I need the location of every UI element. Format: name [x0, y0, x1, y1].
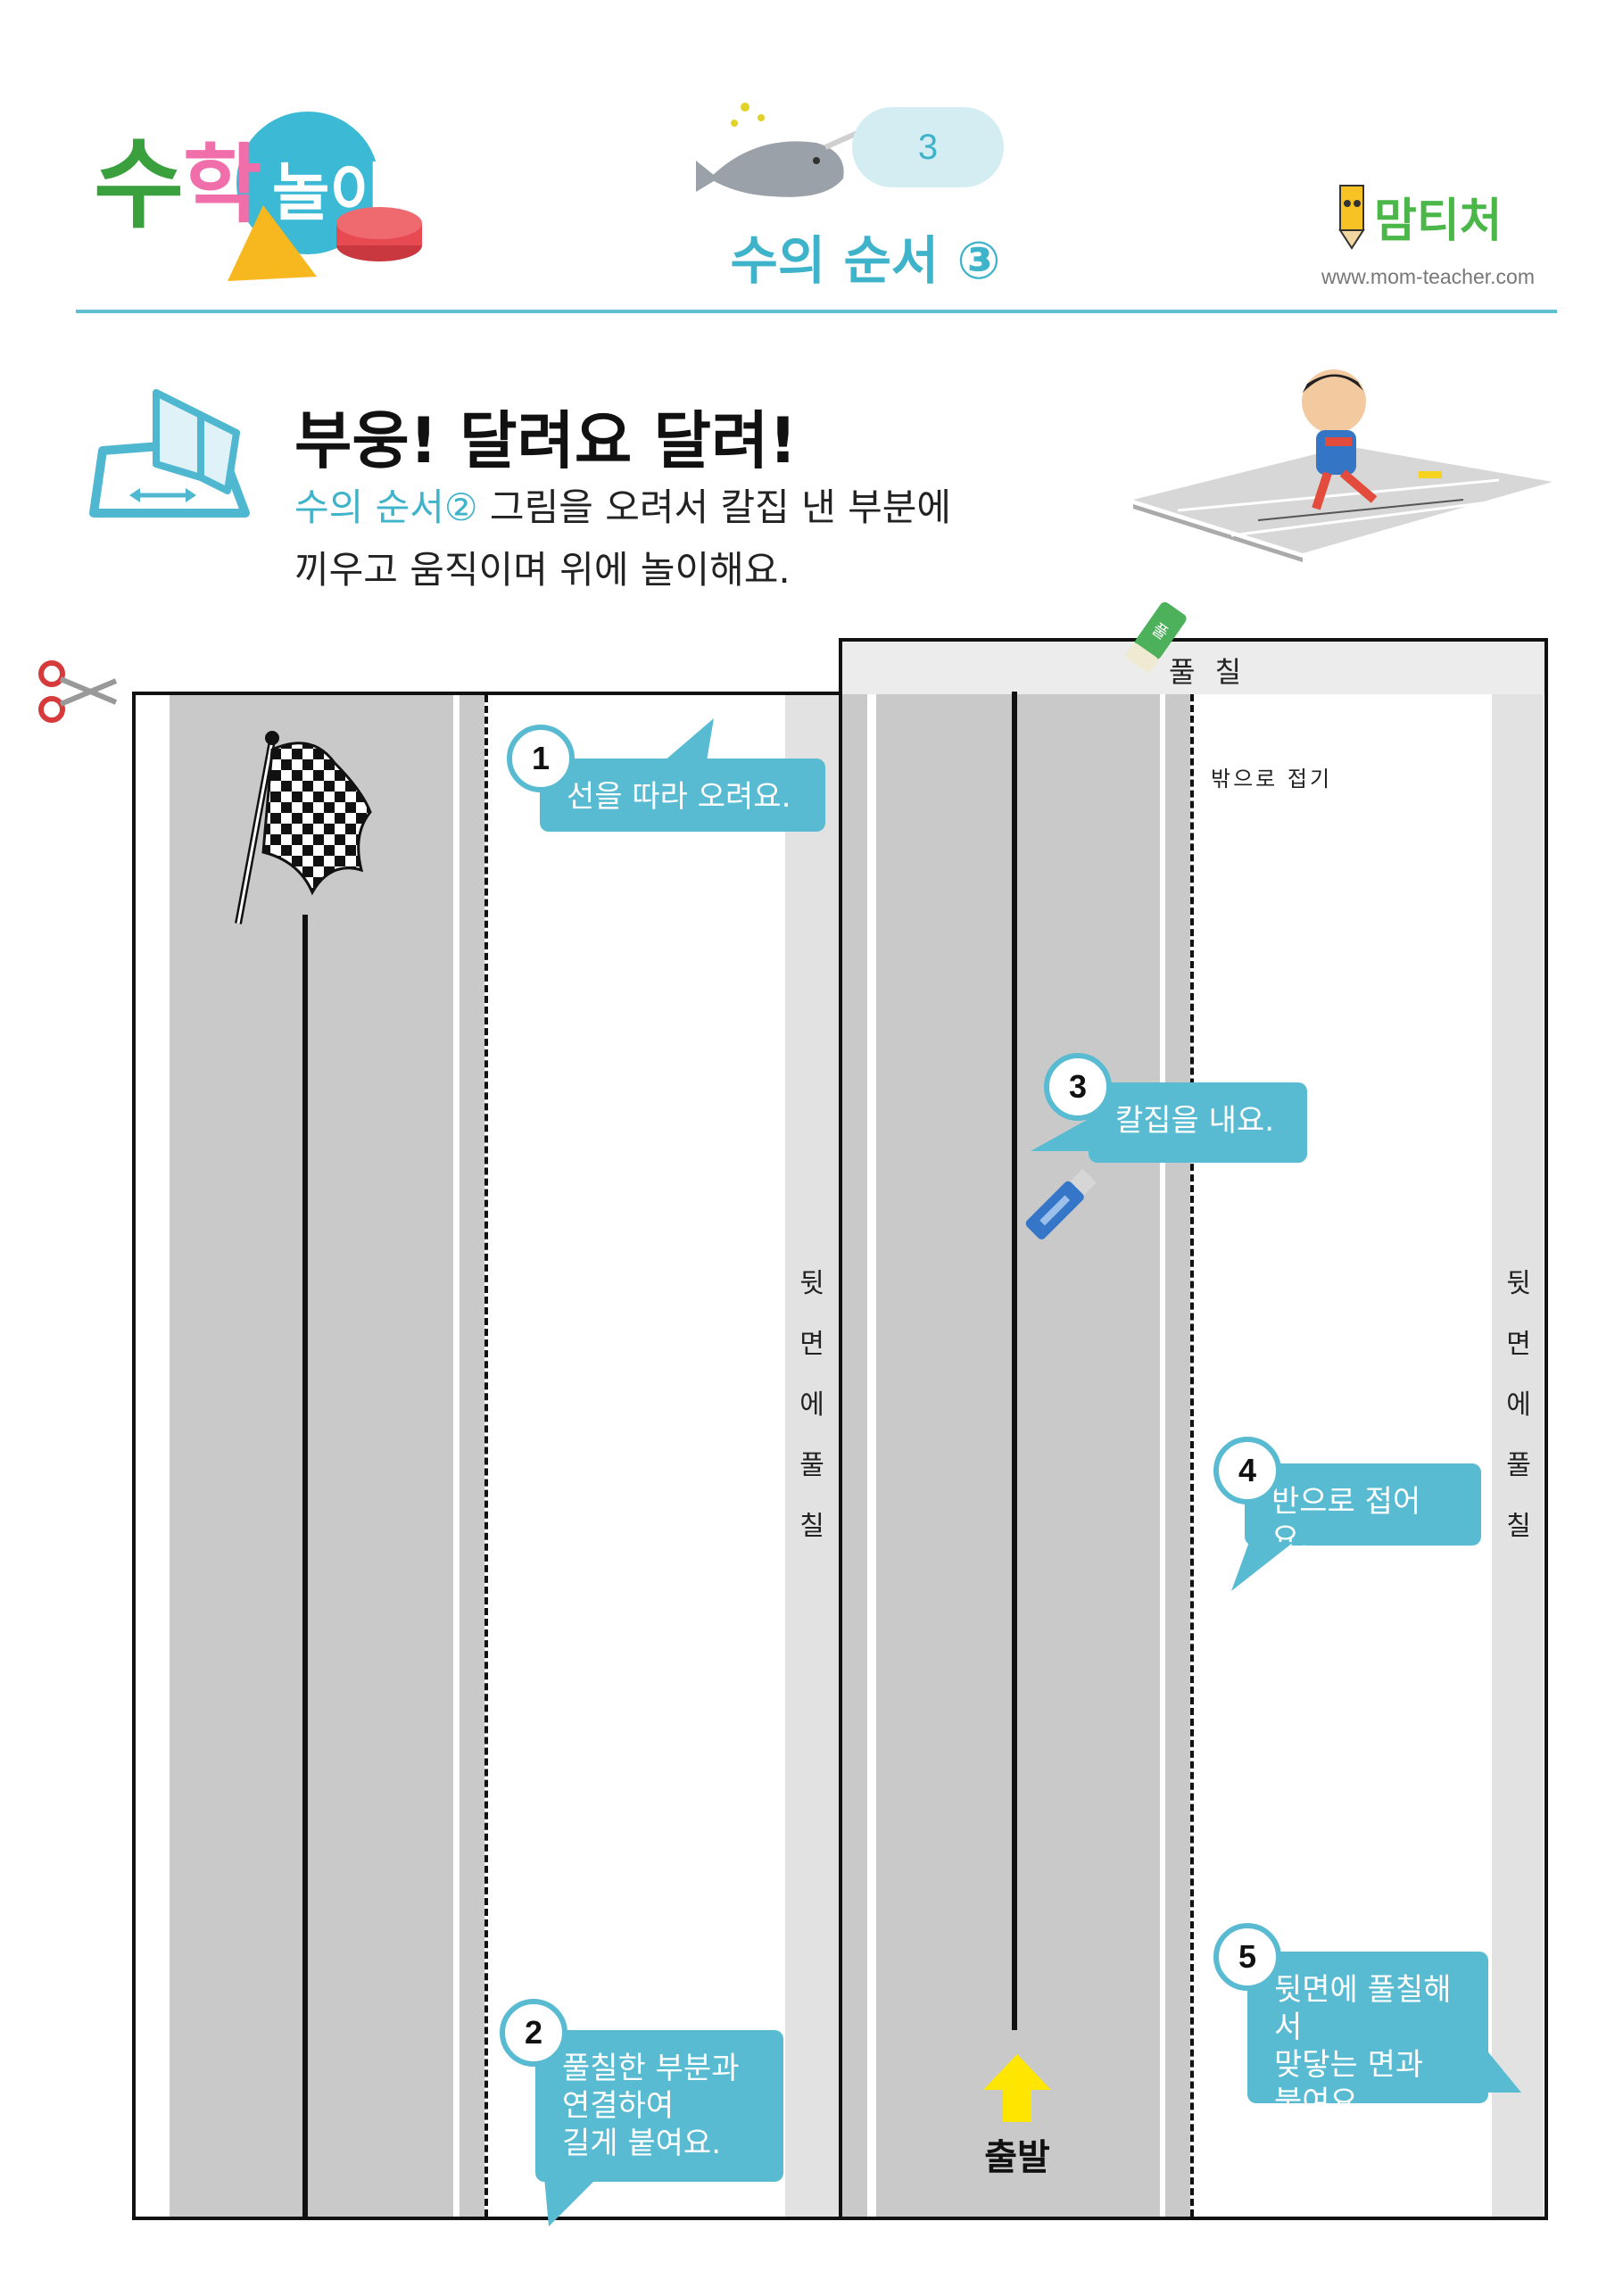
- cut-slit-line: [1012, 692, 1017, 2030]
- road-lane-edge: [460, 695, 484, 2217]
- step-5-bubble: 뒷면에 풀칠해서 맞닿는 면과 붙여요.: [1247, 1952, 1488, 2120]
- logo-char-1: 수: [94, 128, 184, 242]
- road-lane: [876, 694, 1160, 2217]
- road-lane: [170, 695, 453, 2217]
- start-arrow-icon: [983, 2054, 1051, 2122]
- step-4-number: 4: [1213, 1437, 1281, 1504]
- start-label: 출발: [984, 2137, 1050, 2178]
- step-1-text: 선을 따라 오려요.: [567, 779, 791, 815]
- instruction-reference: 수의 순서②: [294, 485, 478, 529]
- step-3-bubble: 칼집을 내요.: [1089, 1082, 1307, 1163]
- narwhal-icon: [696, 103, 867, 197]
- header-divider: [76, 310, 1557, 313]
- glue-margin: [1492, 694, 1544, 2217]
- brand-name: 맘티처: [1374, 195, 1503, 248]
- instruction-line-2: 끼우고 움직이며 위에 놀이해요.: [294, 548, 791, 592]
- instruction-line-1: 수의 순서② 그림을 오려서 칼집 낸 부분에: [294, 485, 952, 529]
- road-lane-edge: [842, 694, 867, 2217]
- checkered-flag-icon: [235, 731, 372, 924]
- pyramid-shape: [228, 205, 317, 281]
- fold-line-dashed: [484, 695, 488, 2217]
- step-1-bubble: 선을 따라 오려요.: [540, 758, 825, 832]
- step-3-number: 3: [1044, 1053, 1112, 1121]
- fold-outward-label: 밖으로 접기: [1211, 767, 1333, 792]
- bubble-tail: [544, 2177, 598, 2226]
- scissors-icon: [38, 660, 118, 723]
- glue-margin: [785, 695, 839, 2217]
- step-2-bubble: 풀칠한 부분과 연결하여 길게 붙여요.: [535, 2030, 783, 2182]
- center-line: [302, 915, 308, 2217]
- road-lane-edge: [1165, 694, 1190, 2217]
- bubble-tail: [1231, 1542, 1294, 1591]
- unit-title: 수의 순서 ③: [730, 230, 1001, 291]
- fold-line-dashed: [1190, 694, 1194, 2217]
- step-1-number: 1: [507, 725, 575, 792]
- website-url[interactable]: www.mom-teacher.com: [1321, 265, 1535, 288]
- craft-fold-icon: [89, 389, 250, 518]
- runner-on-road-illustration: [1133, 369, 1553, 562]
- glue-tab: [839, 638, 1548, 696]
- step-2-number: 2: [500, 1999, 567, 2067]
- step-4-bubble: 반으로 접어요.: [1245, 1463, 1481, 1557]
- math-play-logo: 수 학 놀이: [94, 112, 422, 281]
- pencil-mascot-icon: [1338, 185, 1365, 250]
- grade-badge: 3: [852, 107, 1004, 187]
- logo-char-2: 학: [183, 135, 261, 235]
- utility-knife-icon: [1025, 1168, 1097, 1239]
- glue-tab-label: 풀 칠: [1169, 655, 1247, 689]
- step-5-number: 5: [1213, 1923, 1281, 1991]
- activity-title: 부웅! 달려요 달려!: [294, 404, 798, 477]
- bubble-tail: [1481, 2043, 1521, 2093]
- glue-stick-icon: 풀: [1125, 601, 1187, 673]
